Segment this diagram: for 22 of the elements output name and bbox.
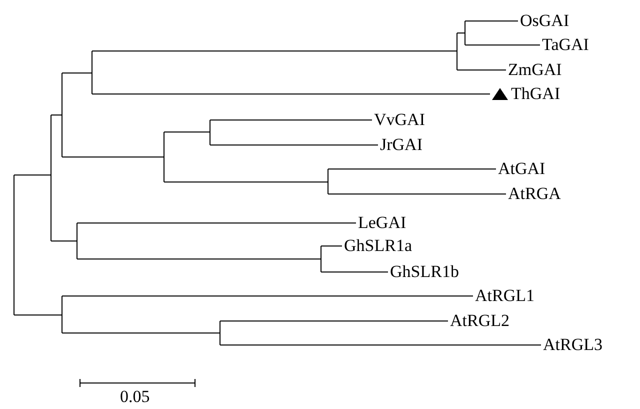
taxon-label: OsGAI bbox=[520, 11, 570, 31]
taxon-label: ZmGAI bbox=[508, 60, 562, 80]
taxon-label: AtRGA bbox=[508, 184, 561, 204]
taxon-label: LeGAI bbox=[358, 213, 406, 233]
branch-line bbox=[464, 44, 540, 46]
branch-line bbox=[220, 320, 448, 322]
branch-line bbox=[464, 20, 518, 22]
taxon-label: TaGAI bbox=[542, 35, 589, 55]
taxon-label: GhSLR1b bbox=[390, 262, 459, 282]
branch-line bbox=[328, 168, 496, 170]
branch-line bbox=[220, 344, 542, 346]
taxon-label: AtGAI bbox=[498, 159, 546, 179]
taxon-label: JrGAI bbox=[380, 135, 422, 155]
taxon-label: VvGAI bbox=[374, 110, 425, 130]
branch-line bbox=[76, 222, 356, 224]
branch-line bbox=[210, 144, 378, 146]
taxon-label: ThGAI bbox=[511, 84, 560, 104]
taxon-label: AtRGL1 bbox=[475, 286, 534, 306]
taxon-label: GhSLR1a bbox=[344, 236, 412, 256]
taxon-label: AtRGL3 bbox=[543, 335, 602, 355]
scale-label: 0.05 bbox=[120, 387, 150, 407]
taxon-label: AtRGL2 bbox=[450, 311, 510, 331]
